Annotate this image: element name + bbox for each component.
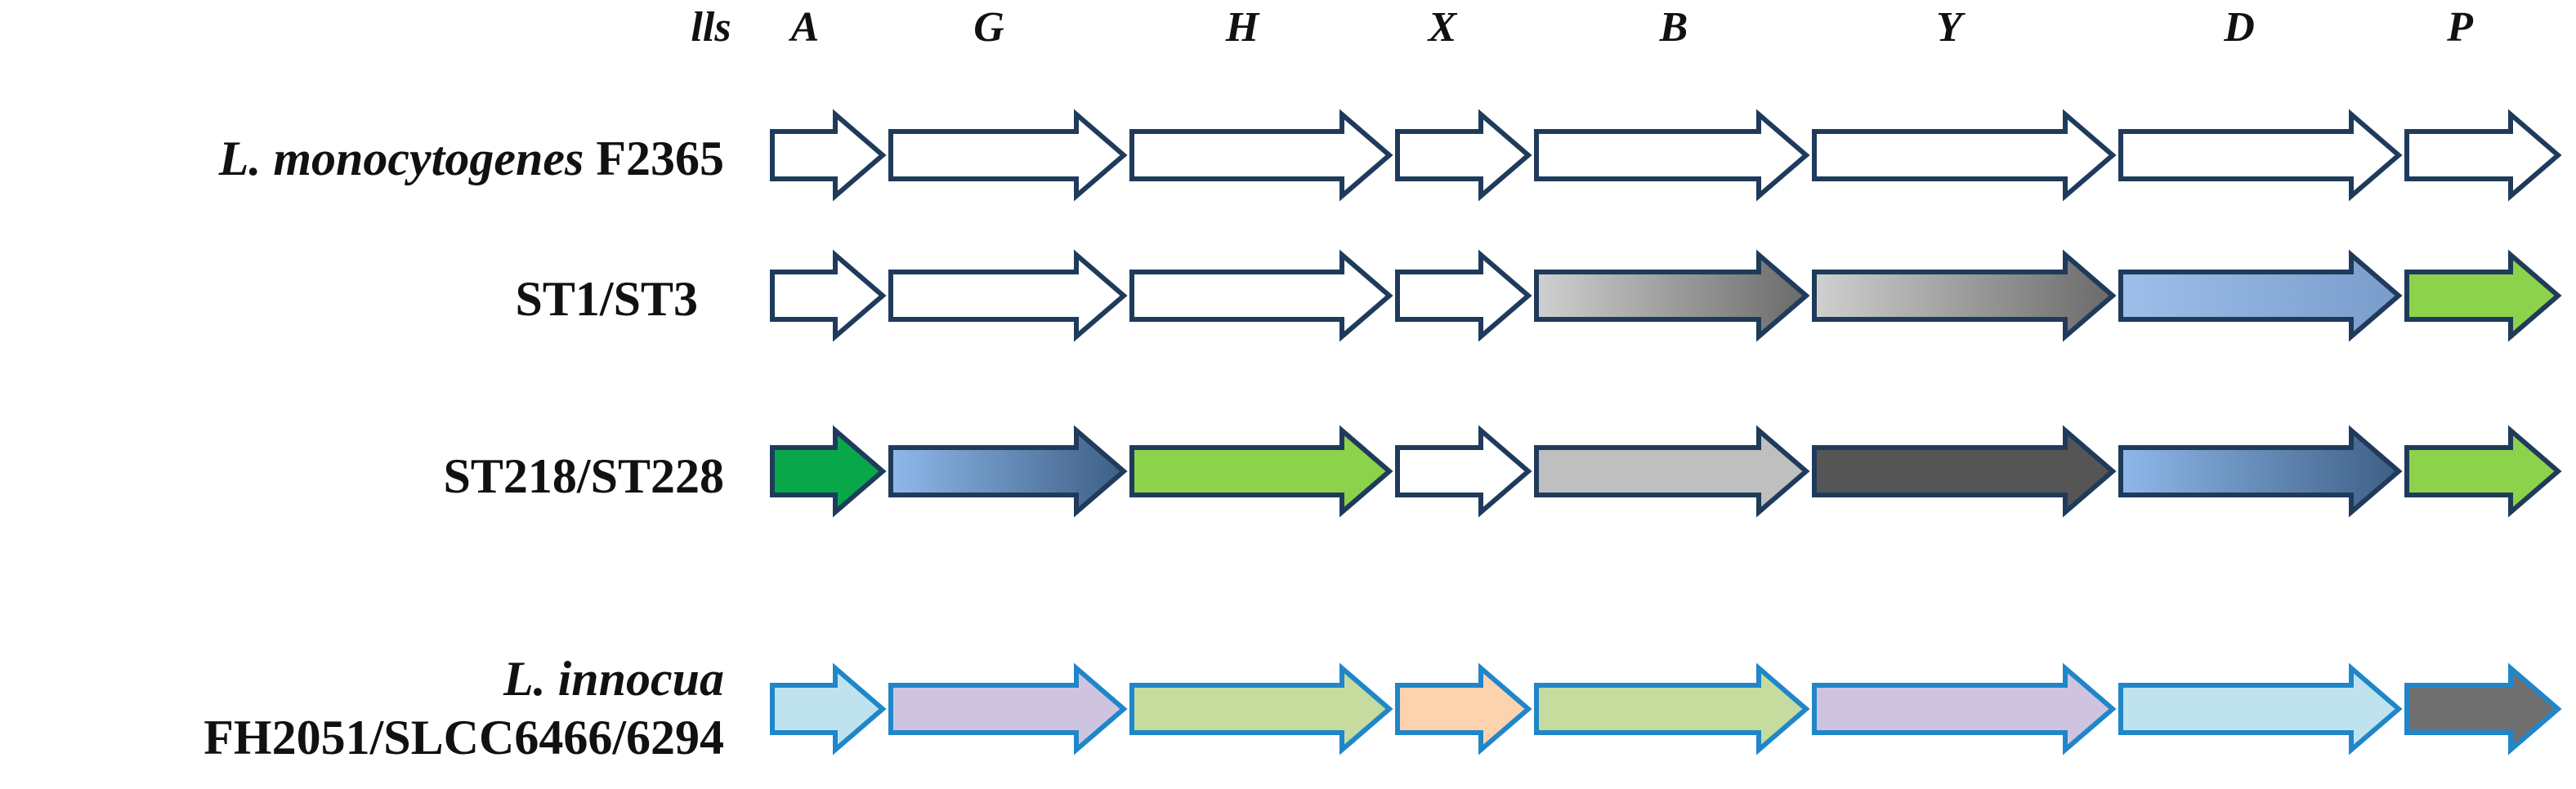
gene-arrow-P-row-1 <box>2404 109 2562 202</box>
gene-arrow-P-row-4 <box>2404 662 2562 756</box>
gene-label-H: H <box>1225 4 1259 51</box>
gene-arrow-H-row-4 <box>1129 662 1393 756</box>
gene-arrow-Y-row-1 <box>1812 109 2117 202</box>
gene-arrows <box>770 109 2562 756</box>
gene-label-A: A <box>790 4 820 51</box>
gene-arrow-A-row-2 <box>770 249 887 342</box>
gene-arrow-D-row-2 <box>2118 249 2403 342</box>
gene-arrow-B-row-2 <box>1534 249 1810 342</box>
gene-arrow-Y-row-2 <box>1812 249 2117 342</box>
gene-arrow-A-row-4 <box>770 662 887 756</box>
gene-label-D: D <box>2224 4 2255 51</box>
gene-label-X: X <box>1428 4 1457 51</box>
gene-arrow-B-row-1 <box>1534 109 1810 202</box>
gene-arrow-X-row-1 <box>1395 109 1532 202</box>
gene-arrow-Y-row-4 <box>1812 662 2117 756</box>
gene-label-G: G <box>973 4 1004 51</box>
gene-arrow-P-row-3 <box>2404 425 2562 518</box>
gene-arrow-X-row-4 <box>1395 662 1532 756</box>
gene-arrow-B-row-4 <box>1534 662 1810 756</box>
gene-arrow-G-row-1 <box>888 109 1128 202</box>
locus-prefix-label: lls <box>691 4 731 51</box>
gene-arrow-X-row-2 <box>1395 249 1532 342</box>
gene-label-P: P <box>2447 4 2473 51</box>
strain-name: ST218/ST228 <box>443 449 724 503</box>
gene-label-Y: Y <box>1936 4 1962 51</box>
gene-arrow-H-row-2 <box>1129 249 1393 342</box>
gene-arrow-D-row-4 <box>2118 662 2403 756</box>
gene-arrow-P-row-2 <box>2404 249 2562 342</box>
gene-arrow-Y-row-3 <box>1812 425 2117 518</box>
gene-arrow-D-row-3 <box>2118 425 2403 518</box>
species-name: L. monocytogenes <box>218 132 584 185</box>
strain-name: ST1/ST3 <box>515 272 698 326</box>
strain-name: F2365 <box>596 132 724 185</box>
gene-arrow-H-row-1 <box>1129 109 1393 202</box>
gene-label-B: B <box>1659 4 1688 51</box>
gene-arrow-B-row-3 <box>1534 425 1810 518</box>
gene-arrow-H-row-3 <box>1129 425 1393 518</box>
gene-arrow-D-row-1 <box>2118 109 2403 202</box>
gene-arrow-X-row-3 <box>1395 425 1532 518</box>
row-label-st1-st3: ST1/ST3 <box>516 270 698 328</box>
gene-arrow-G-row-3 <box>888 425 1128 518</box>
row-label-l-innocua: L. innocua FH2051/SLCC6466/6294 <box>203 649 724 767</box>
species-name: L. innocua <box>503 652 724 706</box>
gene-arrow-A-row-1 <box>770 109 887 202</box>
gene-arrow-A-row-3 <box>770 425 887 518</box>
row-label-st218-st228: ST218/ST228 <box>444 447 724 506</box>
strain-name: FH2051/SLCC6466/6294 <box>203 711 724 764</box>
gene-arrow-G-row-4 <box>888 662 1128 756</box>
row-label-f2365: L. monocytogenes F2365 <box>219 129 724 188</box>
gene-arrow-G-row-2 <box>888 249 1128 342</box>
